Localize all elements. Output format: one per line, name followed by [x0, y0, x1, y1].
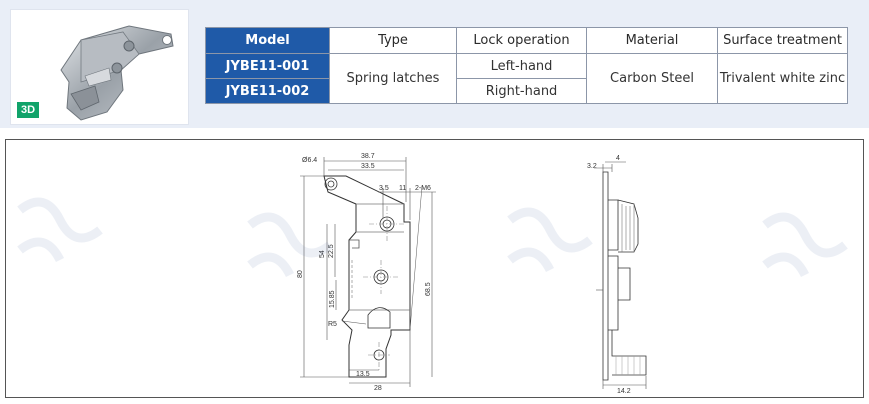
header-lock-operation: Lock operation — [456, 27, 587, 54]
spec-header-row: Model Type Lock operation Material Surfa… — [205, 27, 848, 54]
dim-38-7: 38.7 — [361, 153, 375, 160]
dim-4: 4 — [616, 155, 620, 162]
3d-badge[interactable]: 3D — [17, 102, 39, 118]
dim-68-5: 68.5 — [425, 282, 432, 296]
header-surface-treatment: Surface treatment — [717, 27, 848, 54]
type-cell: Spring latches — [329, 53, 457, 104]
technical-drawing: Ø6.4 38.7 33.5 3.5 11 2-M6 54 22.5 80 15… — [297, 153, 647, 395]
model-cell: JYBE11-001 — [205, 53, 330, 79]
material-cell: Carbon Steel — [586, 53, 718, 104]
table-row: JYBE11-002 Right-hand — [205, 78, 848, 104]
dim-hole-diameter: Ø6.4 — [302, 157, 317, 164]
dim-3-2: 3.2 — [587, 163, 597, 170]
product-thumbnail[interactable]: 3D — [10, 9, 189, 125]
lock-cell: Left-hand — [456, 53, 587, 79]
dim-13-5: 13.5 — [356, 371, 370, 378]
lock-cell: Right-hand — [456, 78, 587, 104]
dim-14-2: 14.2 — [617, 388, 631, 395]
header-model: Model — [205, 27, 330, 54]
dim-r5: R5 — [328, 321, 337, 328]
table-row: JYBE11-001 Spring latches Left-hand Carb… — [205, 53, 848, 104]
dim-3-5: 3.5 — [379, 185, 389, 192]
spec-table: Model Type Lock operation Material Surfa… — [205, 27, 848, 104]
dim-28: 28 — [374, 385, 382, 392]
technical-drawing-panel: Ø6.4 38.7 33.5 3.5 11 2-M6 54 22.5 80 15… — [5, 139, 864, 398]
side-view: 3.2 4 14.2 — [587, 155, 647, 395]
dim-11: 11 — [399, 185, 406, 192]
dim-33-5: 33.5 — [361, 163, 375, 170]
model-cell: JYBE11-002 — [205, 78, 330, 104]
front-view: Ø6.4 38.7 33.5 3.5 11 2-M6 54 22.5 80 15… — [297, 153, 436, 392]
header-material: Material — [586, 27, 718, 54]
spring-latch-image — [60, 25, 174, 121]
dim-22-5: 22.5 — [328, 244, 335, 258]
surface-cell: Trivalent white zinc — [717, 53, 848, 104]
dim-80: 80 — [297, 270, 304, 278]
dim-2-m6: 2-M6 — [415, 185, 431, 192]
header-type: Type — [329, 27, 457, 54]
dim-54: 54 — [319, 250, 326, 258]
dim-15-85: 15.85 — [329, 290, 336, 308]
